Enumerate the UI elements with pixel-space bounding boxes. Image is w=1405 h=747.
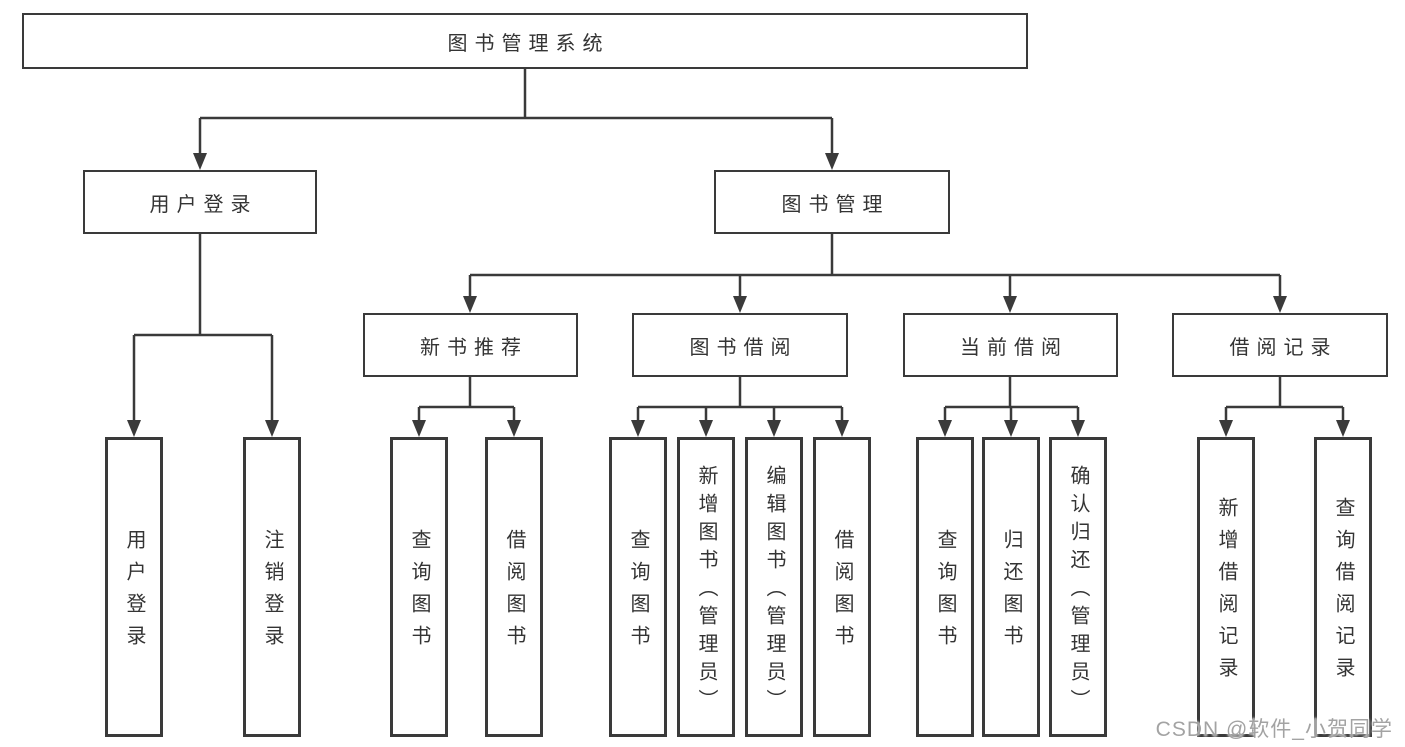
- node-label: 新增借阅记录: [1215, 497, 1237, 689]
- node-label: 新书推荐: [420, 336, 528, 359]
- node-label: 查询图书: [408, 529, 430, 657]
- node-label: 编辑图书（管理员）: [763, 465, 785, 717]
- leaf-logout: 注销登录: [243, 437, 301, 737]
- node-new-book-recommend: 新书推荐: [363, 313, 578, 377]
- node-user-login: 用户登录: [83, 170, 317, 234]
- node-current-borrow: 当前借阅: [903, 313, 1118, 377]
- leaf-add-book-admin: 新增图书（管理员）: [677, 437, 735, 737]
- node-label: 借阅记录: [1229, 336, 1338, 359]
- node-label: 查询借阅记录: [1332, 497, 1354, 689]
- leaf-user-login: 用户登录: [105, 437, 163, 737]
- node-label: 查询图书: [627, 529, 649, 657]
- leaf-query-book-recommend: 查询图书: [390, 437, 448, 737]
- leaf-borrow-book-recommend: 借阅图书: [485, 437, 543, 737]
- node-library-management-system: 图书管理系统: [22, 13, 1028, 69]
- node-label: 当前借阅: [960, 336, 1068, 359]
- node-label: 用户登录: [123, 529, 145, 657]
- leaf-confirm-return-admin: 确认归还（管理员）: [1049, 437, 1107, 737]
- leaf-add-borrow-record: 新增借阅记录: [1197, 437, 1255, 737]
- leaf-borrow-book: 借阅图书: [813, 437, 871, 737]
- node-label: 借阅图书: [831, 529, 853, 657]
- node-label: 借阅图书: [503, 529, 525, 657]
- leaf-edit-book-admin: 编辑图书（管理员）: [745, 437, 803, 737]
- leaf-return-book: 归还图书: [982, 437, 1040, 737]
- node-label: 确认归还（管理员）: [1067, 465, 1089, 717]
- leaf-query-borrow-record: 查询借阅记录: [1314, 437, 1372, 737]
- node-label: 归还图书: [1000, 529, 1022, 657]
- node-label: 图书管理: [781, 193, 890, 216]
- node-label: 图书借阅: [689, 336, 798, 359]
- node-label: 查询图书: [934, 529, 956, 657]
- node-label: 新增图书（管理员）: [695, 465, 717, 717]
- node-book-borrow: 图书借阅: [632, 313, 848, 377]
- node-label: 用户登录: [149, 193, 258, 216]
- leaf-query-book-borrow: 查询图书: [609, 437, 667, 737]
- node-label: 注销登录: [261, 529, 283, 657]
- node-label: 图书管理系统: [447, 32, 610, 55]
- node-borrow-records: 借阅记录: [1172, 313, 1388, 377]
- node-book-management: 图书管理: [714, 170, 950, 234]
- csdn-watermark: CSDN @软件_小贺同学: [1155, 718, 1393, 741]
- leaf-query-book-current: 查询图书: [916, 437, 974, 737]
